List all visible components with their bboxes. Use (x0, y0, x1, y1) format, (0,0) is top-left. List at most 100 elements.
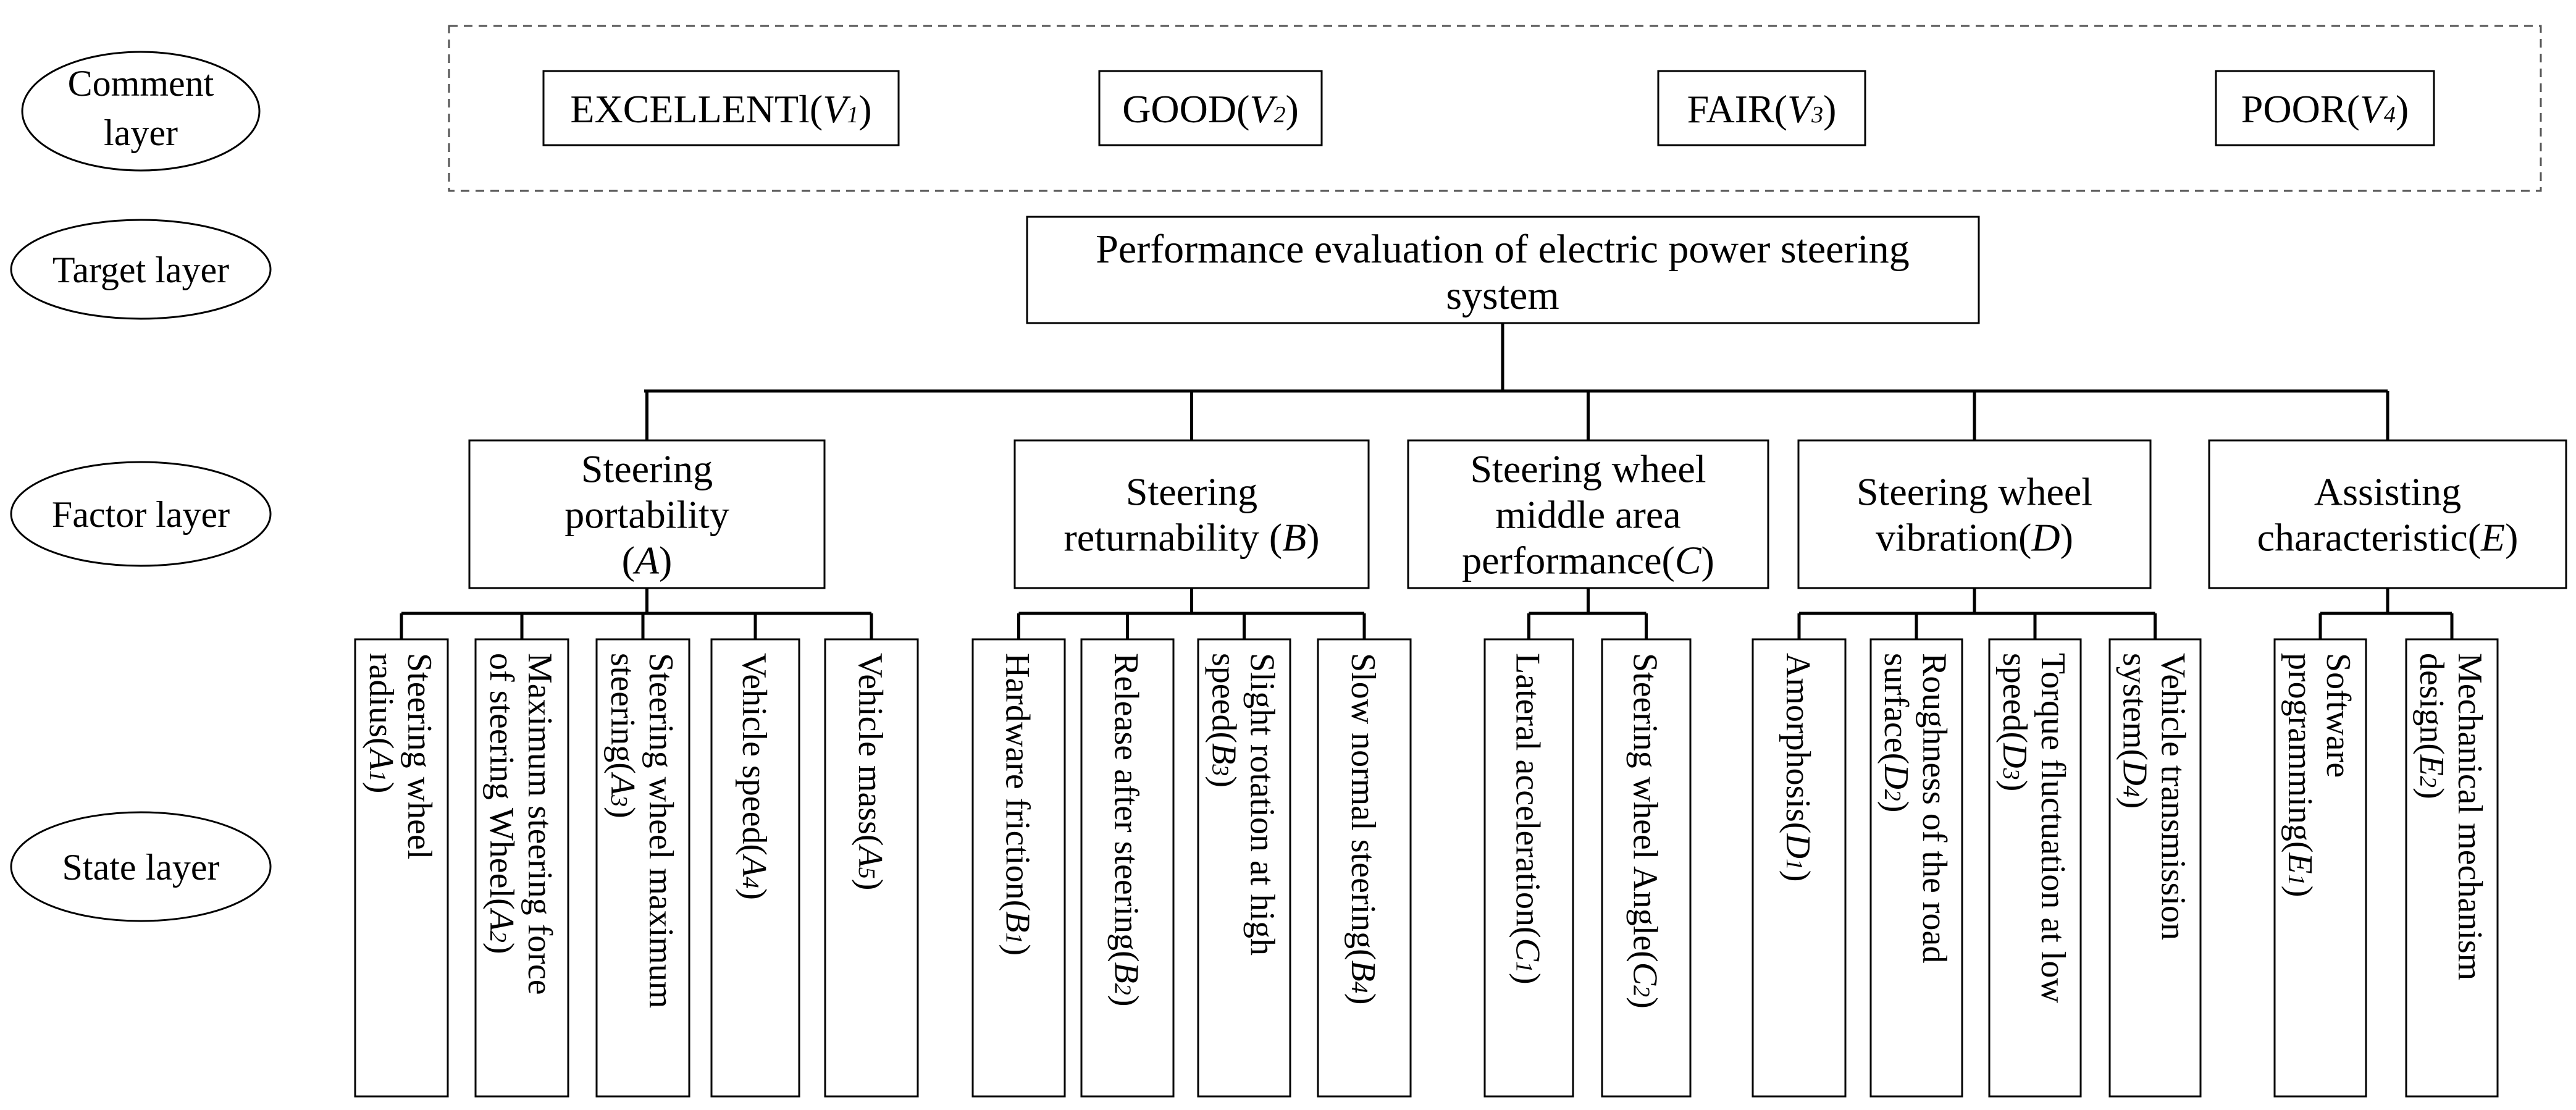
text-run: Release after steering( (1107, 653, 1146, 962)
text-run: 4 (2384, 102, 2396, 128)
text-run: ) (735, 888, 773, 900)
comment-layer-frame (448, 25, 2542, 192)
text-run: D (2031, 516, 2060, 560)
text-run: 1 (1001, 932, 1027, 944)
text-run: C (1626, 962, 1664, 986)
target-node: Performance evaluation of electric power… (1026, 216, 1980, 324)
text-run: A (735, 853, 773, 877)
factor-label-line: performance(C) (1462, 539, 1714, 582)
state-label-line: Mechanical mechanism (2451, 653, 2489, 980)
text-run: E (2281, 852, 2319, 873)
text-run: B (1344, 961, 1382, 982)
text-run: Amorphosis( (1779, 653, 1817, 833)
comment-layer-ellipse (21, 51, 261, 172)
text-run: B (1205, 743, 1243, 764)
text-run: returnability ( (1064, 516, 1282, 560)
text-run: POOR( (2241, 87, 2360, 131)
state-box (1197, 638, 1291, 1098)
comment-label: FAIR(V3) (1687, 87, 1837, 131)
text-run: C (1509, 938, 1547, 962)
state-box (1752, 638, 1847, 1098)
state-box (1317, 638, 1412, 1098)
text-run: 2 (1110, 983, 1136, 995)
factor-label-line: Steering (581, 447, 713, 491)
text-run: A (362, 747, 400, 771)
text-run: A (851, 844, 889, 868)
text-run: ) (659, 539, 672, 582)
factor-box (468, 439, 826, 589)
text-run: ) (603, 807, 642, 818)
text-run: ) (2396, 87, 2409, 131)
text-run: ) (1995, 780, 2034, 792)
text-run: 3 (606, 794, 632, 807)
state-node: Slow normal steering(B4) (1317, 638, 1412, 1098)
factor-boxes: Steeringportability(A)Steeringreturnabil… (468, 439, 2567, 589)
text-run: 4 (1346, 982, 1372, 993)
text-run: ) (1107, 995, 1146, 1007)
text-run: ) (1285, 87, 1298, 131)
text-run: ) (999, 944, 1037, 956)
text-run: Vehicle speed( (735, 653, 773, 856)
state-label-line: Slight rotation at high (1243, 653, 1282, 956)
state-box (971, 638, 1066, 1098)
state-node: Release after steering(B2) (1080, 638, 1175, 1098)
state-node: Hardware friction(B1) (971, 638, 1066, 1098)
text-run: Steering wheel maximum (642, 653, 680, 1008)
comment-boxes: EXCELLENTl(V1)GOOD(V2)FAIR(V3)POOR(V4) (542, 70, 2435, 146)
text-run: B (999, 911, 1037, 932)
text-run: ) (2281, 886, 2319, 898)
state-box (2273, 638, 2367, 1098)
factor-box (1407, 439, 1769, 589)
state-label-line: Hardware friction(B1) (999, 653, 1037, 956)
text-run: ) (858, 87, 871, 131)
state-label-line: design(E2) (2412, 653, 2451, 799)
text-run: ) (1205, 776, 1243, 788)
text-run: 1 (847, 102, 858, 128)
comment-node: EXCELLENTl(V1) (542, 70, 900, 146)
target-box (1026, 216, 1980, 324)
text-run: ) (2505, 516, 2518, 560)
text-run: A (603, 772, 642, 796)
factor-label-line: vibration(D) (1876, 516, 2073, 560)
text-run: Lateral acceleration( (1509, 653, 1547, 938)
state-label-line: Vehicle transmission (2154, 653, 2192, 940)
state-box (1080, 638, 1175, 1098)
state-box (710, 638, 800, 1098)
text-run: Vehicle mass( (851, 653, 889, 846)
text-run: D (2116, 760, 2154, 785)
factor-box (2208, 439, 2567, 589)
text-run: 3 (1811, 102, 1823, 128)
text-run: 2 (485, 931, 511, 943)
text-run: 2 (1273, 102, 1285, 128)
text-run: system( (2116, 653, 2154, 760)
layer-labels: Comment layer Target layer Factor layer … (10, 51, 272, 922)
text-run: 4 (737, 877, 763, 888)
factor-box (1797, 439, 2152, 589)
text-run: A (482, 907, 521, 931)
factor-label-line: Steering wheel (1470, 447, 1706, 491)
state-layer-ellipse (10, 811, 272, 922)
state-label-line: Steering wheel maximum (642, 653, 680, 1008)
text-run: Steering wheel (400, 653, 438, 859)
factor-label-line: portability (564, 493, 729, 537)
text-run: D (1877, 763, 1915, 789)
state-box (2108, 638, 2202, 1098)
state-label-line: Slow normal steering(B4) (1344, 653, 1382, 1005)
factor-box (1013, 439, 1370, 589)
text-run: ) (2412, 788, 2451, 799)
text-run: B (1282, 516, 1306, 560)
text-run: V (823, 87, 851, 131)
text-run: 3 (1998, 768, 2024, 780)
state-node: Vehicle mass(A5) (824, 638, 919, 1098)
text-run: steering( (603, 653, 642, 774)
text-run: 1 (1511, 961, 1537, 973)
